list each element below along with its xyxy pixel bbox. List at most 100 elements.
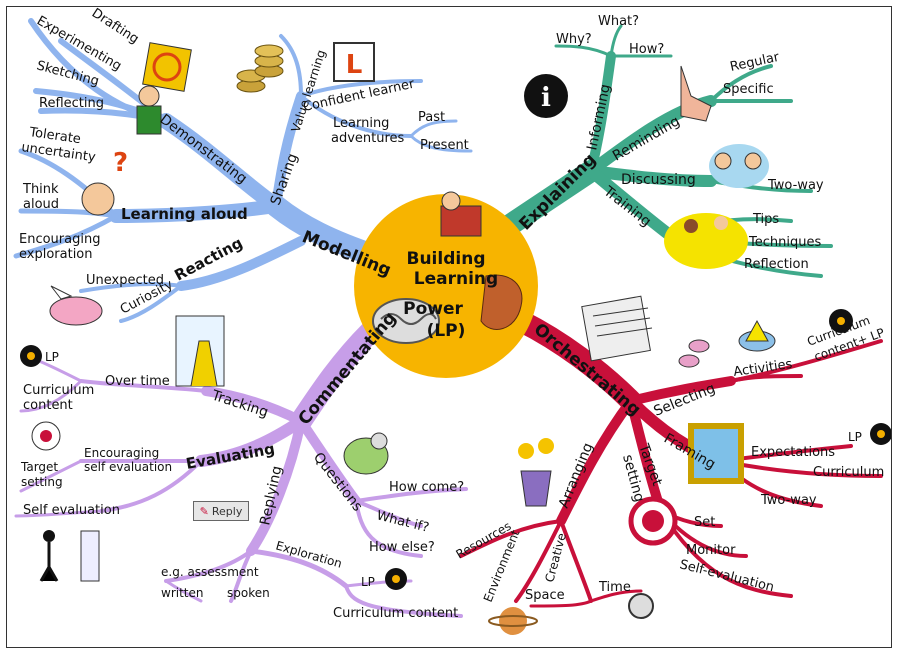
think-aloud-label-1: Think	[22, 182, 59, 197]
curriculum-content-label: Curriculum content	[333, 606, 458, 621]
self-evaluation-label: Self evaluation	[23, 503, 120, 518]
svg-text:i: i	[541, 83, 551, 113]
discussing-label: Discussing	[621, 172, 696, 188]
encouraging-self-evaluation-label-2: self evaluation	[84, 460, 172, 474]
mirror-person-icon	[39, 530, 100, 582]
spoken-label: spoken	[227, 586, 270, 600]
center-title-line2: Learning	[414, 269, 498, 289]
past-label: Past	[418, 110, 445, 125]
tracking-curriculum-label-2: content	[23, 398, 73, 413]
flower-vase-icon	[518, 438, 554, 507]
what-if-label: What if?	[375, 508, 430, 535]
svg-text:?: ?	[113, 148, 128, 178]
framing-curriculum-label: Curriculum	[813, 465, 884, 480]
how-label: How?	[629, 42, 664, 57]
framing-two-way-label: Two-way	[760, 493, 817, 508]
unexpected-label: Unexpected	[86, 273, 164, 288]
time-label: Time	[598, 580, 631, 595]
learning-adventures-label-1: Learning	[333, 116, 389, 131]
assessment-label: e.g. assessment	[161, 565, 259, 579]
space-label: Space	[525, 588, 565, 603]
explaining-label: Explaining	[515, 150, 600, 235]
candy-icon	[678, 339, 710, 368]
record-disc-icon	[870, 423, 891, 445]
encouraging-exploration-label-1: Encouraging	[19, 232, 100, 247]
reflection-label: Reflection	[744, 257, 809, 272]
framing-lp-label: LP	[848, 430, 862, 444]
l-plate-icon: L	[333, 42, 375, 82]
ladder-picture-icon	[175, 315, 225, 387]
center-title-line4: (LP)	[427, 321, 466, 341]
detective-icon	[343, 432, 389, 475]
over-time-label: Over time	[105, 374, 170, 389]
flying-pig-icon	[49, 285, 103, 326]
how-come-label: How come?	[389, 480, 464, 495]
ufo-icon	[738, 319, 776, 352]
center-title-line1: Building	[407, 249, 486, 269]
person-demonstrating-icon	[136, 85, 162, 135]
what-label: What?	[598, 14, 639, 29]
tips-label: Tips	[752, 212, 779, 227]
record-disc-icon	[829, 309, 853, 333]
coins-icon	[236, 44, 284, 93]
commentating-branch	[14, 320, 468, 618]
mind-map-frame: i L ?	[6, 6, 892, 648]
self-evaluation-label: Self-evaluation	[678, 557, 776, 595]
bricklayer-icon	[440, 191, 482, 237]
written-label: written	[161, 586, 203, 600]
reply-icon: ✎	[199, 504, 209, 518]
info-icon: i	[524, 74, 568, 118]
why-label: Why?	[556, 32, 592, 47]
how-else-label: How else?	[369, 540, 435, 555]
demonstrating-label: Demonstrating	[157, 111, 250, 187]
svg-text:L: L	[346, 50, 363, 80]
expectations-label: Expectations	[751, 445, 835, 460]
mind-map: i L ?	[13, 7, 891, 635]
encouraging-self-evaluation-label-1: Encouraging	[84, 446, 159, 460]
replying-lp-label: LP	[361, 575, 375, 589]
planet-icon	[488, 607, 538, 635]
center-title-line3: Power	[403, 299, 463, 319]
sheet-music-icon	[581, 295, 653, 362]
techniques-label: Techniques	[748, 235, 821, 250]
tracking-label: Tracking	[209, 387, 270, 421]
no-sign-icon	[142, 42, 192, 92]
reply-button-label: Reply	[211, 504, 243, 518]
informing-label: Informing	[584, 83, 614, 152]
sharing-label: Sharing	[268, 151, 301, 207]
tracking-curriculum-label-1: Curriculum	[23, 383, 94, 398]
reminding-label: Reminding	[610, 113, 683, 164]
exercising-people-icon	[664, 213, 748, 269]
arm-muscle-icon	[480, 274, 523, 330]
orchestrating-branch	[459, 310, 883, 608]
training-label: Training	[600, 183, 654, 230]
specific-label: Specific	[723, 82, 774, 97]
pointing-hand-icon	[680, 65, 712, 122]
picture-frame-icon	[688, 423, 744, 484]
encouraging-exploration-label-2: exploration	[19, 247, 93, 262]
commentating-label: Commentating	[295, 308, 401, 429]
creative-label: Creative	[542, 532, 569, 584]
evaluating-label: Evaluating	[185, 440, 277, 473]
two-way-label: Two-way	[767, 178, 824, 193]
record-disc-icon	[385, 568, 407, 590]
discussing-people-icon	[709, 144, 769, 188]
question-person-icon: ?	[81, 148, 128, 216]
target-small-icon	[31, 421, 61, 451]
tracking-lp-label: LP	[45, 350, 59, 364]
target-icon	[628, 496, 678, 546]
stopwatch-icon	[628, 593, 654, 619]
monitor-label: Monitor	[686, 543, 736, 558]
reflecting-label: Reflecting	[39, 96, 104, 111]
think-aloud-label-2: aloud	[23, 197, 59, 212]
learning-aloud-label: Learning aloud	[121, 205, 248, 223]
present-label: Present	[420, 138, 469, 153]
evaluating-target-label-2: setting	[21, 475, 63, 489]
drafting-label: Drafting	[89, 7, 142, 47]
brain-icon	[372, 298, 440, 344]
reply-button[interactable]: ✎ Reply	[193, 501, 249, 521]
evaluating-target-label-1: Target	[20, 460, 58, 474]
learning-adventures-label-2: adventures	[331, 131, 405, 146]
tolerate-uncertainty-label-1: Tolerate	[27, 125, 81, 147]
record-disc-icon	[20, 345, 42, 367]
